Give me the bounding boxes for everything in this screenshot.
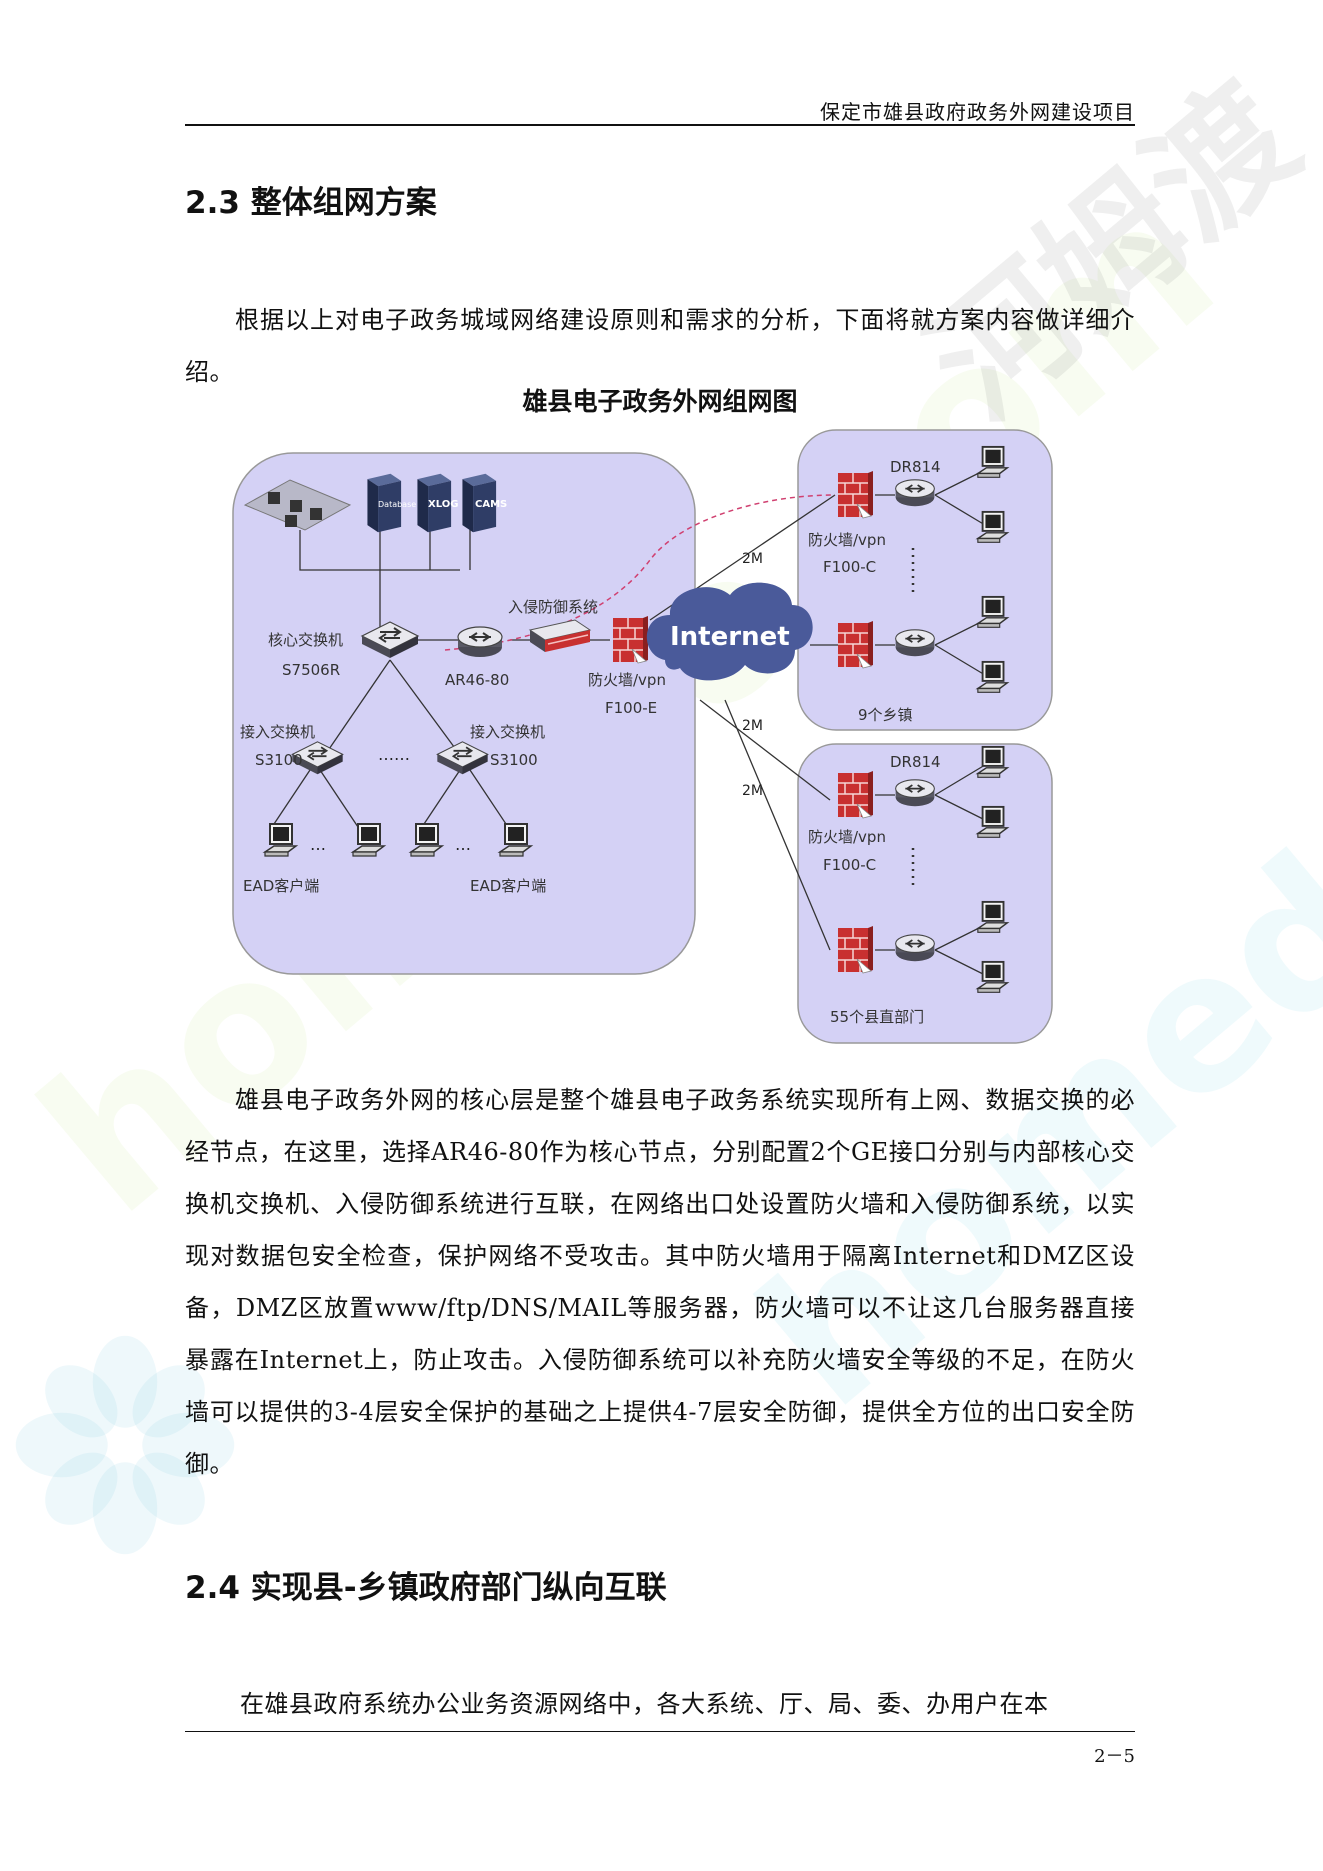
township-firewall-label: 防火墙/vpn (808, 531, 886, 549)
wan-link-label-2: 2M (742, 718, 763, 734)
dept-firewall-icon (837, 770, 874, 819)
dept-firewall-model: F100-C (823, 856, 876, 874)
xlog-server-icon (417, 473, 452, 533)
core-switch-label: 核心交换机 (268, 631, 343, 649)
header-rule (185, 124, 1135, 126)
township-router-label: DR814 (890, 458, 941, 476)
core-layer-paragraph: 雄县电子政务外网的核心层是整个雄县电子政务系统实现所有上网、数据交换的必经节点，… (185, 1086, 1135, 1478)
internet-cloud-icon (646, 582, 813, 681)
core-switch-icon (361, 621, 419, 659)
ead-right-label: EAD客户端 (470, 877, 546, 895)
server-db-label: Database (378, 500, 416, 509)
ead-client-pc-icon (264, 823, 297, 857)
figure-title: 雄县电子政务外网组网图 (522, 387, 798, 416)
township-router-icon (894, 478, 936, 508)
server-cams-label: CAMS (475, 499, 507, 510)
dept-firewall-label: 防火墙/vpn (808, 828, 886, 846)
ips-device-icon (528, 619, 592, 652)
section-2-4-paragraph: 在雄县政府系统办公业务资源网络中，各大系统、厅、局、委、办用户在本 (240, 1690, 1049, 1718)
core-router-label: AR46-80 (445, 671, 509, 689)
access-switch-right-icon (436, 740, 489, 776)
township-pc-icon (976, 445, 1009, 479)
footer-rule (185, 1731, 1135, 1732)
core-switch-model: S7506R (282, 661, 340, 679)
dept-pc-icon (976, 745, 1009, 779)
dept-router-label: DR814 (890, 753, 941, 771)
access-switch-left-icon (291, 740, 344, 776)
access-ellipsis: …… (378, 745, 410, 764)
svg-text:…: … (310, 835, 326, 854)
server-xlog-label: XLOG (428, 499, 458, 510)
ead-client-pc-icon (410, 823, 443, 857)
access-switch-left-label: 接入交换机 (240, 723, 315, 741)
dept-group-label: 55个县直部门 (830, 1008, 924, 1026)
dept-router-icon (894, 933, 936, 963)
running-header: 保定市雄县政府政务外网建设项目 (820, 100, 1135, 124)
township-group-label: 9个乡镇 (858, 706, 913, 724)
township-firewall-model: F100-C (823, 558, 876, 576)
main-firewall-model: F100-E (605, 699, 657, 717)
page-number: 2－5 (1094, 1746, 1135, 1767)
access-switch-left-model: S3100 (255, 751, 303, 769)
access-switch-right-model: S3100 (490, 751, 538, 769)
access-switch-right-label: 接入交换机 (470, 723, 545, 741)
dept-router-icon (894, 778, 936, 808)
ead-client-pc-icon (352, 823, 385, 857)
dept-pc-icon (976, 805, 1009, 839)
main-firewall-icon (612, 615, 649, 664)
database-server-icon (367, 473, 402, 533)
township-firewall-icon (837, 620, 874, 669)
section-heading-2-4: 2.4 实现县-乡镇政府部门纵向互联 (185, 1570, 667, 1606)
ead-left-label: EAD客户端 (243, 877, 319, 895)
ips-label: 入侵防御系统 (508, 598, 598, 616)
township-pc-icon (976, 510, 1009, 544)
dept-pc-icon (976, 900, 1009, 934)
section-heading-2-3: 2.3 整体组网方案 (185, 185, 437, 221)
database-cluster-icon (243, 479, 352, 531)
township-firewall-icon (837, 470, 874, 519)
svg-text:…: … (455, 835, 471, 854)
cams-server-icon (462, 473, 497, 533)
dept-pc-icon (976, 960, 1009, 994)
dept-firewall-icon (837, 925, 874, 974)
intro-paragraph: 根据以上对电子政务城域网络建设原则和需求的分析，下面将就方案内容做详细介绍。 (185, 306, 1135, 386)
wan-link-label-3: 2M (742, 783, 763, 799)
main-firewall-label: 防火墙/vpn (588, 671, 666, 689)
township-pc-icon (976, 595, 1009, 629)
watermark-flower-icon (15, 1335, 235, 1555)
township-router-icon (894, 628, 936, 658)
core-router-icon (457, 626, 503, 658)
township-pc-icon (976, 660, 1009, 694)
ead-client-pc-icon (499, 823, 532, 857)
internet-label: Internet (670, 622, 790, 652)
wan-link-label-1: 2M (742, 551, 763, 567)
